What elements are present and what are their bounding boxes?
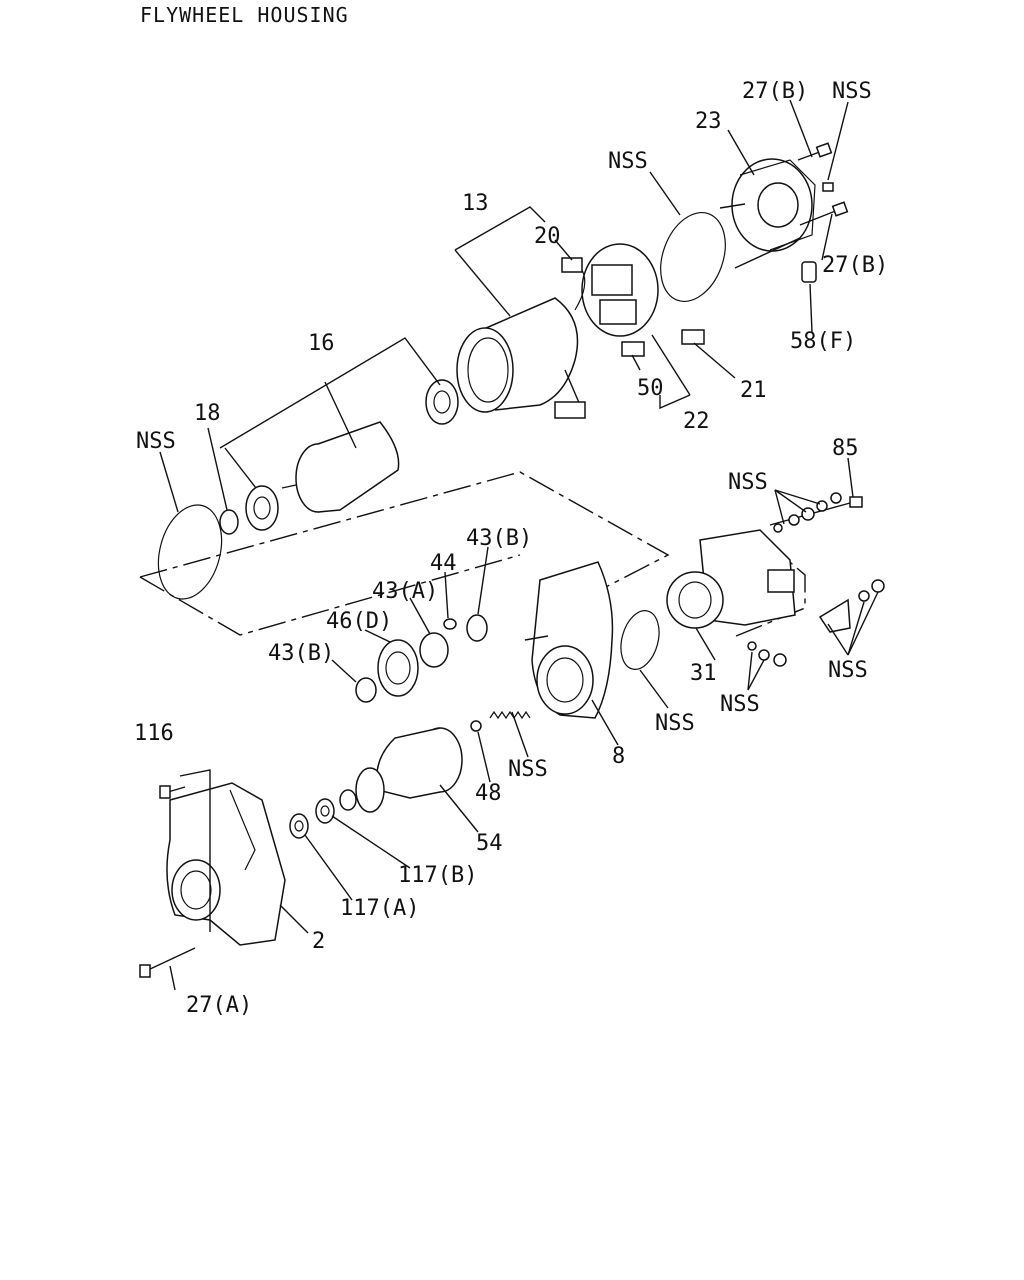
yoke-field-coil-part [456,269,586,419]
callout-nss-ring: NSS [608,149,648,174]
callout-nss-right-bot: NSS [828,658,868,683]
front-bracket-part [139,782,286,978]
assembly-centerline-lower [139,554,521,636]
callout-54: 54 [476,831,503,856]
idler-gear-parts [355,614,488,703]
callout-23: 23 [695,109,722,134]
callout-27b-top: 27(B) [742,79,808,104]
diagram-title: FLYWHEEL HOUSING [140,3,349,27]
overrunning-clutch-part [289,727,463,839]
callout-85: 85 [832,436,859,461]
nss-o-ring-left [157,504,223,600]
callout-31: 31 [690,661,717,686]
callout-48: 48 [475,781,502,806]
nss-o-ring-rear [660,211,726,303]
callout-27a: 27(A) [186,993,252,1018]
callout-43a: 43(A) [372,579,438,604]
leader-lines [159,99,879,991]
callout-16: 16 [308,331,335,356]
callout-18: 18 [194,401,221,426]
callout-20: 20 [534,224,561,249]
callout-50: 50 [637,376,664,401]
magnetic-switch-part [666,492,885,667]
solenoid-centerline [735,544,806,637]
callout-117b: 117(B) [398,863,477,888]
callout-8: 8 [612,744,625,769]
callout-58f: 58(F) [790,329,856,354]
callout-43b-lower: 43(B) [268,641,334,666]
brush-holder-part [561,243,705,357]
callout-nss-oring: NSS [655,711,695,736]
callout-43b-upper: 43(B) [466,526,532,551]
armature-part [219,379,459,535]
callout-27b-mid: 27(B) [822,253,888,278]
callout-nss-mid: NSS [720,692,760,717]
callout-nss-spring: NSS [508,757,548,782]
spring-ball-parts [470,710,531,732]
callout-117a: 117(A) [340,896,419,921]
callout-21: 21 [740,378,767,403]
callout-2: 2 [312,929,325,954]
callout-nss-right-top: NSS [728,470,768,495]
callout-13: 13 [462,191,489,216]
nss-o-ring-solenoid [620,610,660,670]
callout-22: 22 [683,409,710,434]
callout-116: 116 [134,721,174,746]
callout-nss-left: NSS [136,429,176,454]
callout-44: 44 [430,551,457,576]
callout-46d: 46(D) [326,609,392,634]
assembly-centerline [139,471,670,591]
gear-housing-part [524,561,614,719]
callout-nss-top: NSS [832,79,872,104]
